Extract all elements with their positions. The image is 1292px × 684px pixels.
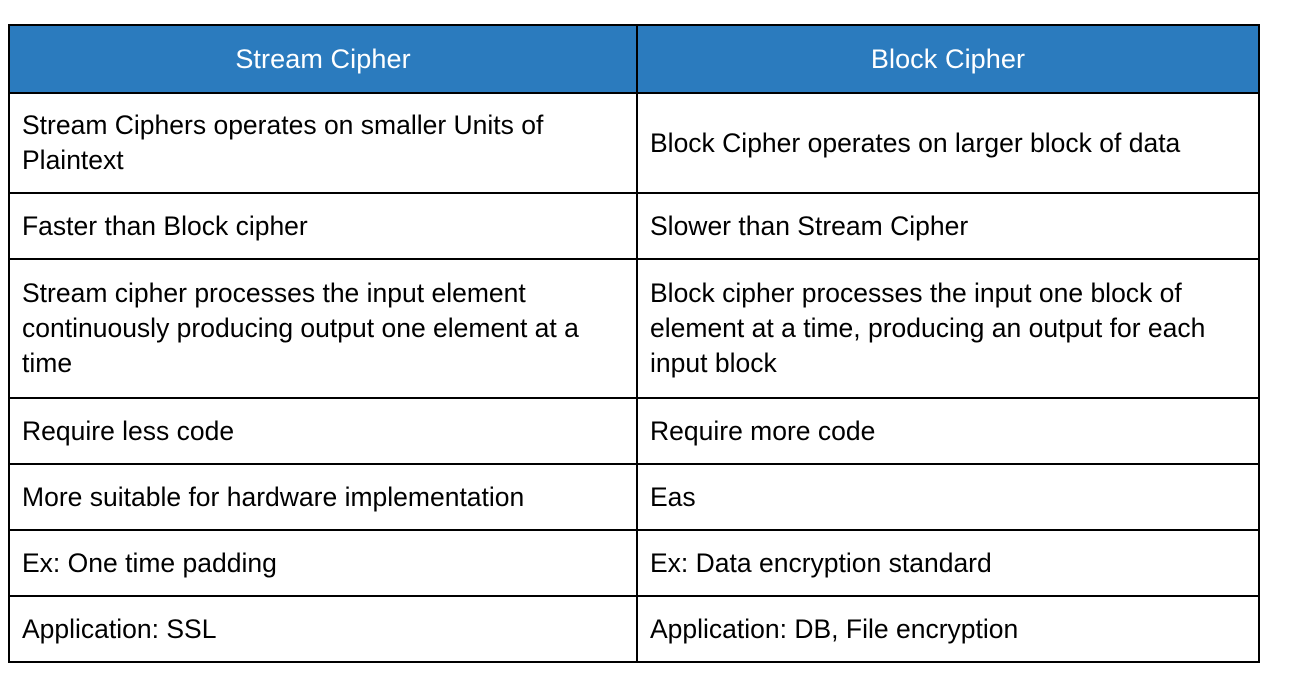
table-row: Application: SSL Application: DB, File e… bbox=[8, 595, 1260, 663]
cell-text: Ex: One time padding bbox=[22, 547, 277, 578]
cell-text: Application: DB, File encryption bbox=[650, 613, 1019, 644]
table-row: Faster than Block cipher Slower than Str… bbox=[8, 192, 1260, 260]
cell-text: Block cipher processes the input one blo… bbox=[650, 278, 1206, 378]
column-header-stream-cipher: Stream Cipher bbox=[8, 24, 638, 94]
cell-block-1: Slower than Stream Cipher bbox=[636, 192, 1260, 260]
cell-text: Eas bbox=[650, 481, 696, 512]
cell-stream-5: Ex: One time padding bbox=[8, 529, 638, 597]
cell-text: Faster than Block cipher bbox=[22, 210, 308, 241]
cell-block-0: Block Cipher operates on larger block of… bbox=[636, 92, 1260, 194]
table-body: Stream Ciphers operates on smaller Units… bbox=[8, 92, 1260, 663]
cell-stream-3: Require less code bbox=[8, 397, 638, 465]
cell-block-4: Eas bbox=[636, 463, 1260, 531]
cell-stream-1: Faster than Block cipher bbox=[8, 192, 638, 260]
cell-text: Slower than Stream Cipher bbox=[650, 210, 969, 241]
cell-text: Stream Ciphers operates on smaller Units… bbox=[22, 110, 544, 175]
table-row: Ex: One time padding Ex: Data encryption… bbox=[8, 529, 1260, 597]
cell-text: Application: SSL bbox=[22, 613, 217, 644]
table-row: Stream cipher processes the input elemen… bbox=[8, 258, 1260, 399]
cell-stream-2: Stream cipher processes the input elemen… bbox=[8, 258, 638, 399]
table-row: Require less code Require more code bbox=[8, 397, 1260, 465]
cell-text: Block Cipher operates on larger block of… bbox=[650, 127, 1181, 158]
table-row: More suitable for hardware implementatio… bbox=[8, 463, 1260, 531]
cell-block-6: Application: DB, File encryption bbox=[636, 595, 1260, 663]
cell-stream-6: Application: SSL bbox=[8, 595, 638, 663]
cell-text: Require more code bbox=[650, 415, 876, 446]
cell-block-5: Ex: Data encryption standard bbox=[636, 529, 1260, 597]
header-row: Stream Cipher Block Cipher bbox=[8, 24, 1260, 94]
cell-text: Ex: Data encryption standard bbox=[650, 547, 992, 578]
cell-text: Require less code bbox=[22, 415, 235, 446]
cell-stream-4: More suitable for hardware implementatio… bbox=[8, 463, 638, 531]
cipher-comparison-table: Stream Cipher Block Cipher Stream Cipher… bbox=[8, 24, 1260, 663]
cell-block-3: Require more code bbox=[636, 397, 1260, 465]
cell-block-2: Block cipher processes the input one blo… bbox=[636, 258, 1260, 399]
table-header: Stream Cipher Block Cipher bbox=[8, 24, 1260, 94]
cell-text: Stream cipher processes the input elemen… bbox=[22, 278, 579, 378]
table-row: Stream Ciphers operates on smaller Units… bbox=[8, 92, 1260, 194]
cell-text: More suitable for hardware implementatio… bbox=[22, 481, 525, 512]
cell-stream-0: Stream Ciphers operates on smaller Units… bbox=[8, 92, 638, 194]
column-header-block-cipher: Block Cipher bbox=[636, 24, 1260, 94]
